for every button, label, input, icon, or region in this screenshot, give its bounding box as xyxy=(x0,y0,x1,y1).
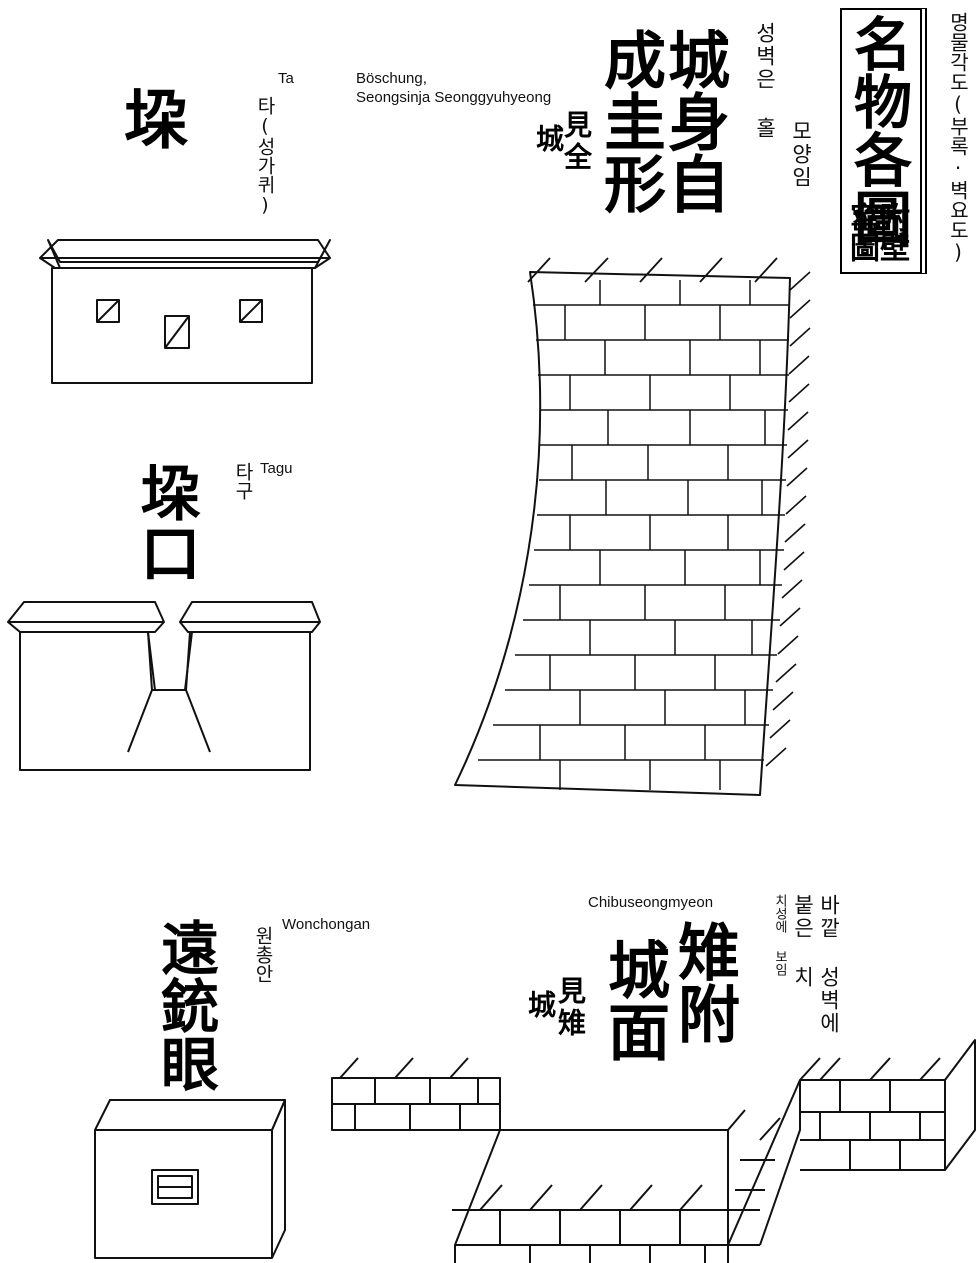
wonchongan-korean-label: 원총안 xyxy=(252,926,274,983)
title-main-characters: 名物各圖 xyxy=(844,14,912,246)
chibu-korean-column-2: 붙은 치 xyxy=(791,894,815,989)
seongsin-note-column-1: 見 xyxy=(560,110,593,138)
tagu-latin-label: Tagu xyxy=(260,460,293,477)
wonchongan-block-drawing xyxy=(94,1099,286,1259)
seongsin-latin-line-1: Böschung, xyxy=(356,70,427,87)
chibu-chinese-column-1: 雉附 xyxy=(667,920,740,1044)
title-frame xyxy=(840,8,922,274)
seongsin-latin-line-2: Seongsinja Seonggyuhyeong xyxy=(356,89,552,106)
tagu-korean-label: 타구 xyxy=(232,462,254,500)
chibu-chinese-column-2: 城面 xyxy=(597,938,670,1062)
tagu-chinese-label: 垜口 xyxy=(130,462,200,582)
seongsin-note-prefix: 城 xyxy=(532,124,565,152)
seongsin-wall-drawing xyxy=(454,257,811,796)
title-korean-caption: 명물각도(부록·벽요도) xyxy=(946,12,970,264)
seongsin-chinese-column-1: 城身自 xyxy=(657,28,730,214)
title-sub-column-2: 窰圖 xyxy=(844,202,879,262)
chibu-note-column-2: 雉 xyxy=(554,1008,587,1036)
chibu-note-prefix: 城 xyxy=(524,990,557,1018)
chibu-korean-column-1: 바깥 성벽에 xyxy=(817,894,841,1035)
chibu-korean-column-3a: 치성에 xyxy=(772,894,787,933)
seongsin-korean-column-2: 모양임 xyxy=(789,120,813,189)
title-sub-column-1: 附壁 xyxy=(874,202,909,262)
chibu-latin-label: Chibuseongmyeon xyxy=(588,894,714,911)
ta-parapet-drawing xyxy=(39,239,331,384)
ta-korean-label: 타(성가퀴) xyxy=(254,96,276,216)
chibu-korean-column-3b: 보임 xyxy=(772,950,787,976)
chibu-note-column-1: 見 xyxy=(554,976,587,1004)
seongsin-chinese-column-2: 成圭形 xyxy=(593,28,666,214)
ta-latin-label: Ta xyxy=(278,70,294,87)
wonchongan-latin-label: Wonchongan xyxy=(282,916,371,933)
tagu-parapet-drawing xyxy=(7,601,321,771)
wonchongan-chinese-label: 遠銃眼 xyxy=(151,918,219,1092)
chibu-wall-drawing xyxy=(331,1039,976,1263)
seongsin-korean-column-1: 성벽은 홀 xyxy=(753,22,777,140)
ta-chinese-label: 垜 xyxy=(113,86,188,150)
seongsin-note-column-2: 全 xyxy=(560,142,593,170)
